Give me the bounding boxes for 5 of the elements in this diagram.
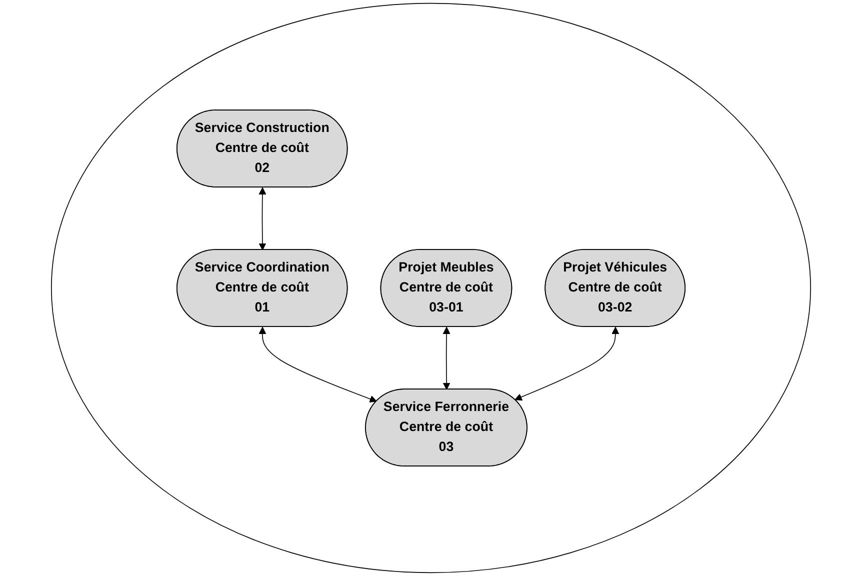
arrow xyxy=(258,187,266,250)
arrow xyxy=(258,326,377,402)
arrow xyxy=(514,326,620,401)
cluster xyxy=(50,2,812,574)
arrow xyxy=(442,326,450,390)
